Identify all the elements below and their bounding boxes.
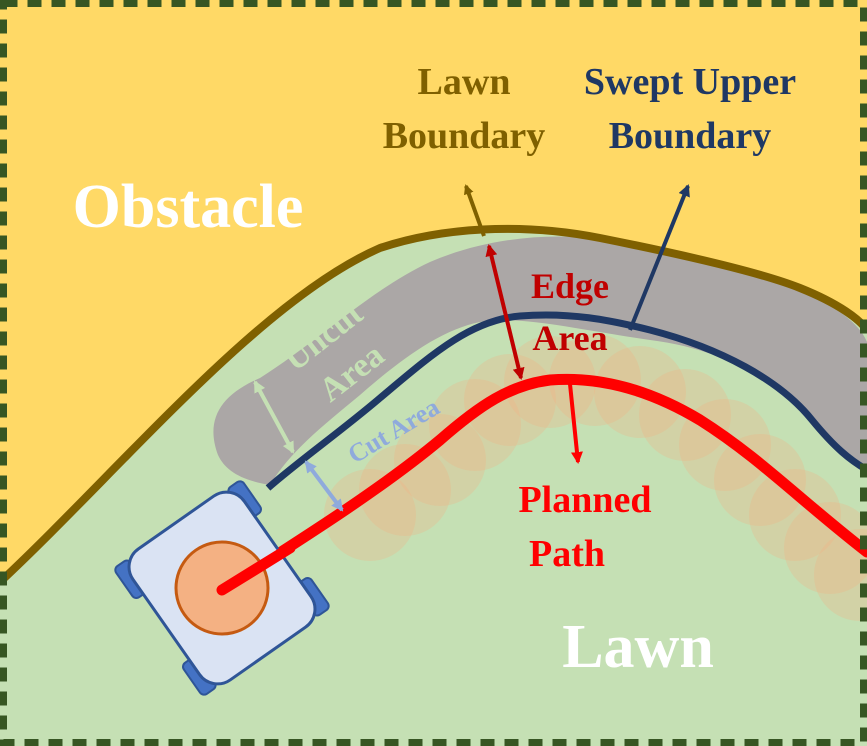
edge-area-arrow — [485, 244, 525, 380]
planned-path-arrow — [568, 383, 583, 464]
planned-path-label-line2: Path — [529, 533, 605, 575]
cut-area-arrow — [304, 460, 344, 512]
planned-path-start — [216, 542, 296, 596]
swept-upper-label-line1: Swept Upper — [584, 61, 796, 103]
lawn-boundary-label-line1: Lawn — [418, 61, 511, 103]
lawn-boundary-line — [0, 224, 867, 585]
planned-path-line — [216, 373, 867, 596]
swept-upper-boundary-line — [265, 311, 867, 491]
swept-upper-boundary-arrow — [628, 184, 690, 331]
uncut-area-arrow — [253, 380, 295, 454]
lawn-label: Lawn — [562, 613, 714, 681]
swept-upper-label-line2: Boundary — [609, 115, 772, 157]
planned-path-label-line1: Planned — [518, 479, 651, 521]
uncut-area-band — [213, 236, 867, 485]
edge-area-label-line1: Edge — [531, 266, 609, 306]
lawn-boundary-label-line2: Boundary — [383, 115, 546, 157]
edge-area-label-line2: Area — [532, 318, 607, 358]
obstacle-label: Obstacle — [73, 173, 304, 241]
lawn-boundary-arrow — [464, 184, 486, 237]
